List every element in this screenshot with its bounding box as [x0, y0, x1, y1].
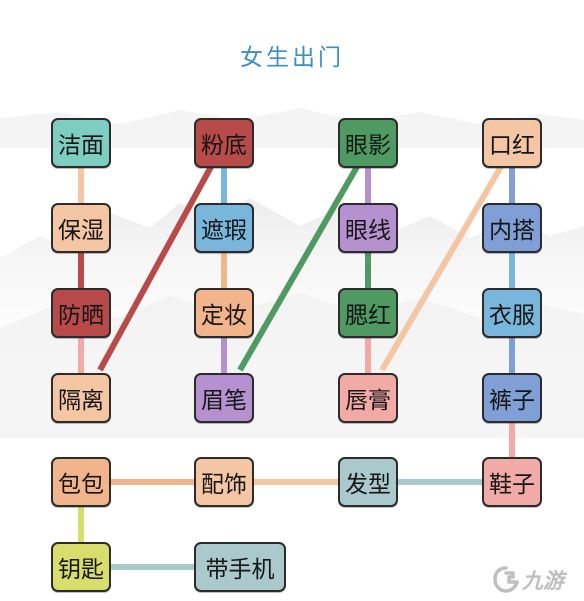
tile-dingzhuang[interactable]: 定妆: [194, 288, 254, 338]
watermark: 九游: [492, 563, 578, 597]
tile-yaoshi[interactable]: 钥匙: [51, 542, 111, 592]
tile-yanxian[interactable]: 眼线: [338, 203, 398, 253]
tile-peishi[interactable]: 配饰: [194, 457, 254, 507]
tile-fangshai[interactable]: 防晒: [51, 288, 111, 338]
tile-zhexia[interactable]: 遮瑕: [194, 203, 254, 253]
tile-geli[interactable]: 隔离: [51, 373, 111, 423]
tile-faxing[interactable]: 发型: [338, 457, 398, 507]
tile-saihong[interactable]: 腮红: [338, 288, 398, 338]
tile-chungao[interactable]: 唇膏: [338, 373, 398, 423]
tile-yifu[interactable]: 衣服: [482, 288, 542, 338]
link-meibi-yanying: [237, 163, 361, 372]
tile-daishouji[interactable]: 带手机: [194, 542, 286, 592]
tile-jiemian[interactable]: 洁面: [51, 118, 111, 168]
tile-meibi[interactable]: 眉笔: [194, 373, 254, 423]
tile-baoshi[interactable]: 保湿: [51, 203, 111, 253]
watermark-text: 九游: [522, 569, 564, 593]
link-chungao-kouhong: [379, 163, 505, 372]
tile-yanying[interactable]: 眼影: [338, 118, 398, 168]
tile-kouhong[interactable]: 口红: [482, 118, 542, 168]
tile-fendi[interactable]: 粉底: [194, 118, 254, 168]
level-title: 女生出门: [240, 45, 344, 71]
mountain-background: [0, 108, 584, 438]
tile-kuzi[interactable]: 裤子: [482, 373, 542, 423]
link-geli-fendi: [97, 163, 215, 372]
tile-neida[interactable]: 内搭: [482, 203, 542, 253]
tile-xiezi[interactable]: 鞋子: [482, 457, 542, 507]
tile-baobao[interactable]: 包包: [51, 457, 111, 507]
jiuyou-logo-icon: [493, 566, 519, 593]
